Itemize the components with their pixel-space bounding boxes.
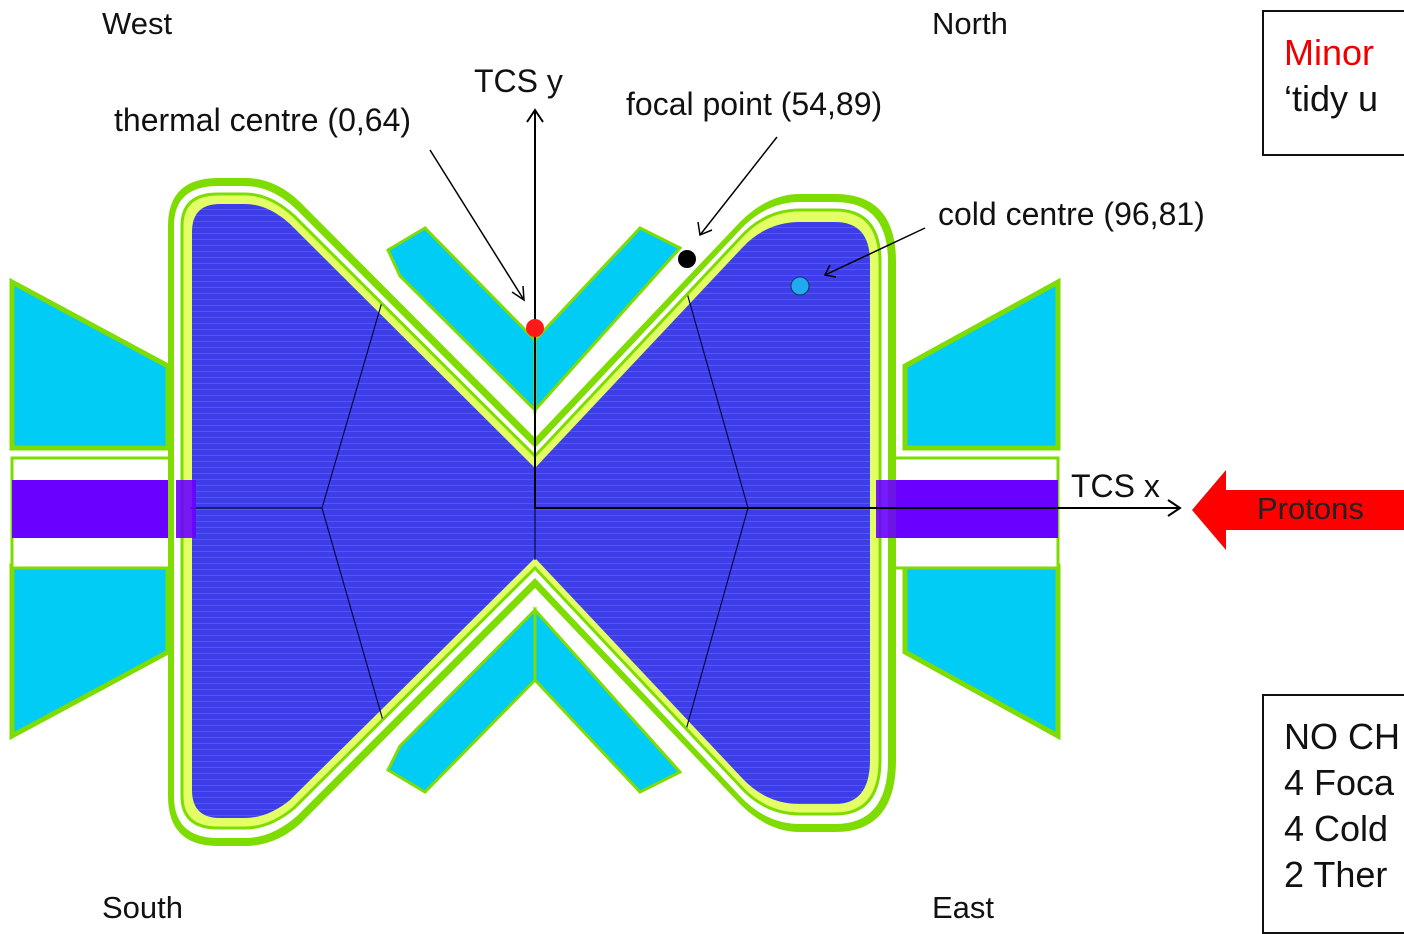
thermal-centre-point [526, 319, 544, 337]
compass-west-label: West [102, 6, 173, 41]
leader-lines [429, 136, 926, 302]
beam-west-segment [176, 480, 196, 538]
cyan-tip-bottom-right [533, 606, 683, 794]
note-bottom-line2: 4 Foca [1284, 762, 1395, 803]
note-box-top: Minor ‘tidy u [1262, 10, 1404, 156]
compass-south-label: South [102, 890, 184, 925]
compass-east-label: East [932, 890, 995, 925]
wing-west-bottom [9, 563, 171, 741]
thermal-centre-label: thermal centre (0,64) [114, 102, 412, 138]
tcs-x-label: TCS x [1071, 468, 1160, 504]
wing-east-top [902, 277, 1061, 451]
tcs-y-axis [526, 108, 544, 508]
cold-centre-label: cold centre (96,81) [938, 196, 1205, 232]
focal-point-marker [678, 250, 696, 268]
protons-label: Protons [1257, 491, 1364, 526]
wing-east-bottom [902, 563, 1061, 741]
focal-point-label: focal point (54,89) [626, 86, 883, 122]
compass-north-label: North [932, 6, 1008, 41]
note-box-bottom: NO CH 4 Foca 4 Cold 2 Ther [1262, 694, 1404, 934]
tcs-y-label: TCS y [474, 63, 563, 99]
note-top-line1: Minor [1284, 32, 1375, 73]
wing-west-top [9, 277, 171, 451]
protons-arrow [1192, 470, 1404, 550]
note-bottom-line3: 4 Cold [1284, 808, 1389, 849]
tcs-x-axis [535, 499, 1182, 517]
note-top-line2: ‘tidy u [1284, 78, 1379, 119]
moderator-body [192, 204, 870, 818]
note-bottom-line1: NO CH [1284, 716, 1400, 757]
note-bottom-line4: 2 Ther [1284, 854, 1388, 895]
cold-centre-point [790, 276, 810, 296]
